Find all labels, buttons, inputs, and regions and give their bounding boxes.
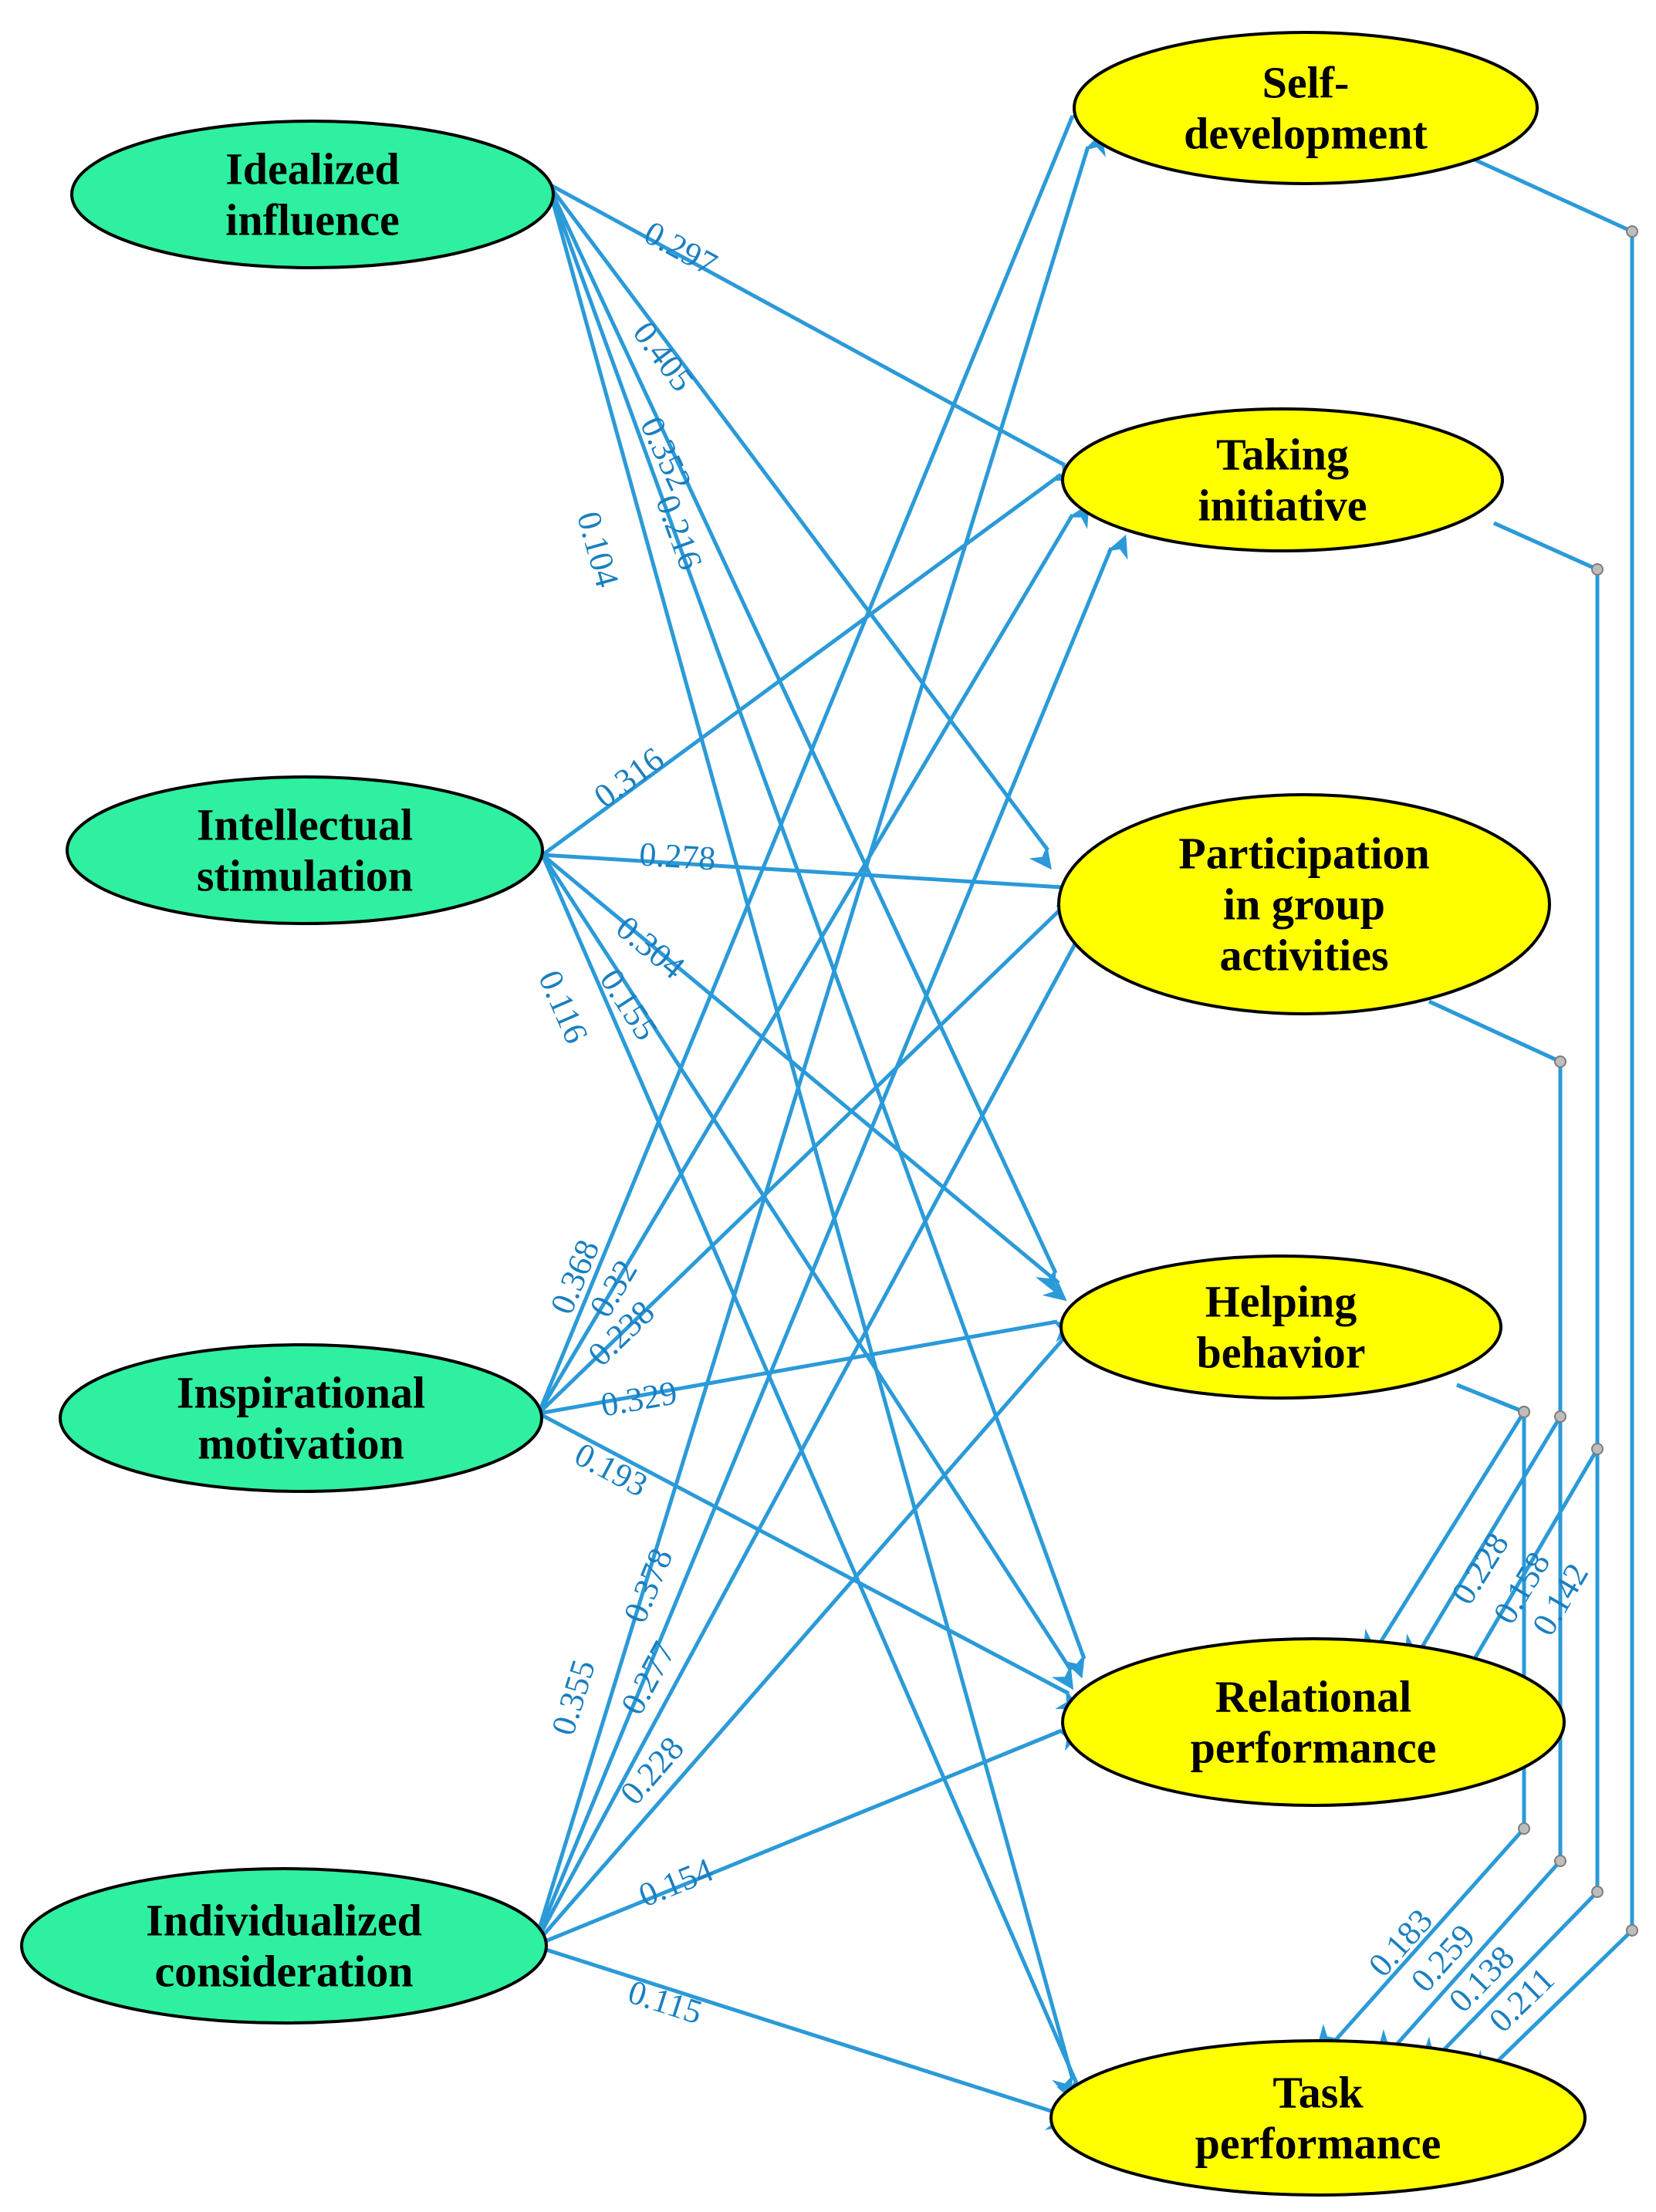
coef-label-individualized-to-task: 0.115 <box>624 1973 707 2031</box>
coef-label-inspirational-to-relational: 0.193 <box>569 1435 654 1504</box>
node-label-relational-line1: Relational <box>1215 1672 1412 1722</box>
node-ellipse-intellectual <box>66 775 544 925</box>
node-label-intellectual-line2: stimulation <box>197 851 413 901</box>
arrow-helping-to-task <box>1316 1383 1526 2048</box>
node-label-initiative-line1: Taking <box>1216 430 1349 480</box>
coef-label-idealized-to-initiative: 0.297 <box>638 214 723 283</box>
arrow-idealized-to-relational <box>546 183 1087 1679</box>
arrow-participation-to-task <box>1377 999 1563 2054</box>
node-selfdev: Self-development <box>1073 31 1539 185</box>
node-ellipse-task <box>1049 2039 1587 2197</box>
coef-label-individualized-to-selfdev: 0.355 <box>544 1655 603 1739</box>
coef-label-intellectual-to-task: 0.116 <box>531 965 596 1049</box>
node-label-helping-line1: Helping <box>1205 1277 1357 1327</box>
node-label-selfdev-line1: Self- <box>1262 58 1350 108</box>
junction-dot-participation-bus <box>1554 1055 1566 1068</box>
node-label-individualized-line1: Individualized <box>146 1896 422 1946</box>
coef-label-idealized-to-helping: 0.352 <box>633 411 699 496</box>
node-ellipse-relational <box>1061 1637 1566 1807</box>
junction-dots <box>1518 225 1638 1937</box>
junction-dot-selfdev-to-task <box>1626 1924 1638 1937</box>
arrow-inspirational-to-initiative <box>536 503 1090 1415</box>
node-label-participation-line3: activities <box>1219 930 1388 981</box>
junction-dot-participation-to-relational <box>1554 1410 1566 1423</box>
arrow-individualized-to-participation <box>532 929 1093 1947</box>
junction-dot-participation-to-task <box>1554 1855 1566 1867</box>
coef-label-individualized-to-helping: 0.228 <box>613 1730 691 1812</box>
node-label-idealized-line1: Idealized <box>225 144 400 194</box>
coef-label-idealized-to-participation: 0.405 <box>626 315 702 399</box>
arrow-selfdev-to-task <box>1465 154 1634 2075</box>
junction-dot-initiative-to-relational <box>1591 1443 1604 1455</box>
node-label-initiative-line2: initiative <box>1198 481 1367 531</box>
construct-nodes: IdealizedinfluenceIntellectualstimulatio… <box>20 31 1587 2197</box>
node-ellipse-individualized <box>20 1867 548 2025</box>
node-label-selfdev-line2: development <box>1184 109 1428 159</box>
node-ellipse-idealized <box>70 120 555 269</box>
arrow-individualized-to-selfdev <box>532 132 1106 1947</box>
node-ellipse-inspirational <box>59 1343 543 1493</box>
junction-dot-selfdev-bus <box>1626 225 1638 238</box>
arrow-inspirational-to-selfdev <box>536 102 1090 1414</box>
node-label-task-line1: Task <box>1272 2068 1364 2118</box>
node-label-participation-line2: in group <box>1223 880 1385 930</box>
arrow-individualized-to-helping <box>532 1329 1083 1947</box>
coef-label-intellectual-to-initiative: 0.316 <box>587 740 671 816</box>
node-label-helping-line2: behavior <box>1196 1328 1365 1378</box>
arrow-individualized-to-initiative <box>532 534 1128 1947</box>
node-ellipse-initiative <box>1061 407 1504 552</box>
arrow-idealized-to-helping <box>546 182 1058 1293</box>
node-label-task-line2: performance <box>1195 2119 1441 2169</box>
arrow-inspirational-to-helping <box>538 1319 1076 1416</box>
arrow-intellectual-to-task <box>540 854 1079 2103</box>
coef-label-inspirational-to-helping: 0.329 <box>598 1373 680 1423</box>
arrow-individualized-to-task <box>533 1944 1070 2130</box>
node-label-inspirational-line1: Inspirational <box>177 1368 425 1418</box>
node-ellipse-participation <box>1057 793 1551 1015</box>
node-label-participation-line1: Participation <box>1178 829 1429 879</box>
arrow-initiative-to-relational <box>1453 521 1600 1678</box>
arrow-individualized-to-relational <box>533 1728 1082 1948</box>
arrow-intellectual-to-initiative <box>541 471 1081 857</box>
node-ellipse-helping <box>1060 1255 1502 1400</box>
junction-dot-initiative-bus <box>1591 563 1604 576</box>
junction-dot-initiative-to-task <box>1591 1886 1604 1898</box>
arrow-intellectual-to-relational <box>540 853 1074 1690</box>
node-label-individualized-line2: consideration <box>154 1947 413 1997</box>
arrow-intellectual-to-helping <box>541 853 1067 1302</box>
arrow-inspirational-to-relational <box>537 1411 1081 1710</box>
coef-label-idealized-to-relational: 0.216 <box>648 490 710 575</box>
arrow-initiative-to-task <box>1421 521 1600 2061</box>
arrow-idealized-to-participation <box>546 182 1052 870</box>
node-label-inspirational-line2: motivation <box>198 1419 404 1469</box>
coef-label-idealized-to-task: 0.104 <box>569 508 627 591</box>
node-ellipse-selfdev <box>1073 31 1539 185</box>
arrow-idealized-to-initiative <box>546 181 1076 481</box>
coef-label-intellectual-to-participation: 0.278 <box>638 835 717 877</box>
node-label-relational-line2: performance <box>1191 1723 1437 1773</box>
node-label-intellectual-line1: Intellectual <box>197 800 413 850</box>
node-label-idealized-line2: influence <box>225 195 400 245</box>
path-arrows <box>532 102 1634 2130</box>
coef-label-individualized-to-relational: 0.154 <box>634 1851 718 1915</box>
arrow-inspirational-to-participation <box>537 900 1083 1415</box>
junction-dot-helping-bus <box>1518 1406 1530 1418</box>
junction-dot-helping-to-task <box>1518 1822 1530 1835</box>
